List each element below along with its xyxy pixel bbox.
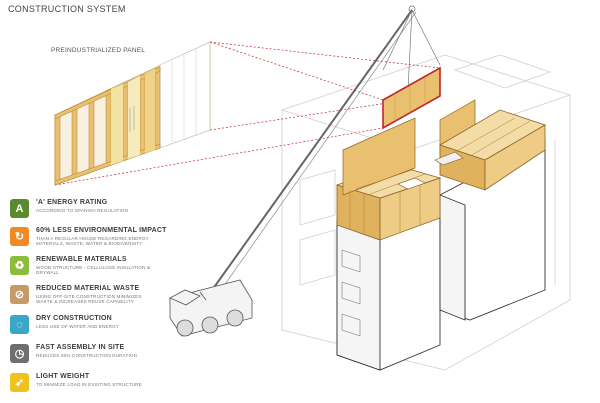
diagram-title: CONSTRUCTION SYSTEM: [8, 4, 126, 14]
legend-item-fast-assembly: ◷ FAST ASSEMBLY IN SITE REDUCES 60% CONS…: [10, 343, 200, 369]
leaf-cycle-icon: ↻: [10, 227, 29, 246]
water-drop-icon: ◌: [10, 315, 29, 334]
panel-label: PREINDUSTRIALIZED PANEL: [51, 47, 146, 54]
legend-item-light-weight: ➶ LIGHT WEIGHT TO MINIMIZE LOAD IN EXIST…: [10, 372, 200, 398]
legend-heading: FAST ASSEMBLY IN SITE: [36, 344, 125, 351]
legend-item-energy-rating: A 'A' ENERGY RATING ACCORDING TO SPANISH…: [10, 198, 200, 224]
crane-boom: [204, 9, 413, 301]
legend-item-reduced-waste: ⊘ REDUCED MATERIAL WASTE USING OFF-SITE …: [10, 284, 200, 310]
crane: [169, 5, 441, 337]
crane-cable: [407, 9, 413, 91]
timber-modules: [335, 99, 546, 241]
legend-heading: 'A' ENERGY RATING: [36, 199, 108, 206]
legend-heading: RENEWABLE MATERIALS: [36, 256, 127, 263]
legend-heading: DRY CONSTRUCTION: [36, 315, 112, 322]
legend-item-renewable-materials: ♻ RENEWABLE MATERIALS WOOD STRUCTURE - C…: [10, 255, 200, 281]
a-rating-icon: A: [10, 199, 29, 218]
feather-icon: ➶: [10, 373, 29, 392]
legend-desc: WOOD STRUCTURE - CELLULOSE INSULATION & …: [36, 265, 151, 276]
crane-vehicle: [169, 279, 253, 337]
hoisted-panel: [382, 66, 441, 130]
legend-item-environmental-impact: ↻ 60% LESS ENVIRONMENTAL IMPACT THAN A R…: [10, 226, 200, 252]
legend-heading: REDUCED MATERIAL WASTE: [36, 285, 140, 292]
building-right: [439, 139, 546, 321]
legend-desc: USING OFF-SITE CONSTRUCTION MINIMIZES WA…: [36, 294, 142, 305]
building-left: [336, 194, 441, 371]
no-waste-icon: ⊘: [10, 285, 29, 304]
legend-desc: LESS USE OF WATER AND ENERGY: [36, 324, 120, 329]
preindustrialized-panel: [54, 41, 211, 186]
legend-desc: REDUCES 60% CONSTRUCTION DURATION: [36, 353, 138, 358]
clock-icon: ◷: [10, 344, 29, 363]
legend-heading: LIGHT WEIGHT: [36, 373, 90, 380]
legend-heading: 60% LESS ENVIRONMENTAL IMPACT: [36, 227, 167, 234]
legend-item-dry-construction: ◌ DRY CONSTRUCTION LESS USE OF WATER AND…: [10, 314, 200, 340]
legend-desc: TO MINIMIZE LOAD IN EXISTING STRUCTURE: [36, 382, 142, 387]
legend-desc: ACCORDING TO SPANISH REGULATION: [36, 208, 129, 213]
legend-desc: THAN A REGULAR HOUSE REGARDING ENERGY, M…: [36, 236, 150, 247]
recycle-icon: ♻: [10, 256, 29, 275]
